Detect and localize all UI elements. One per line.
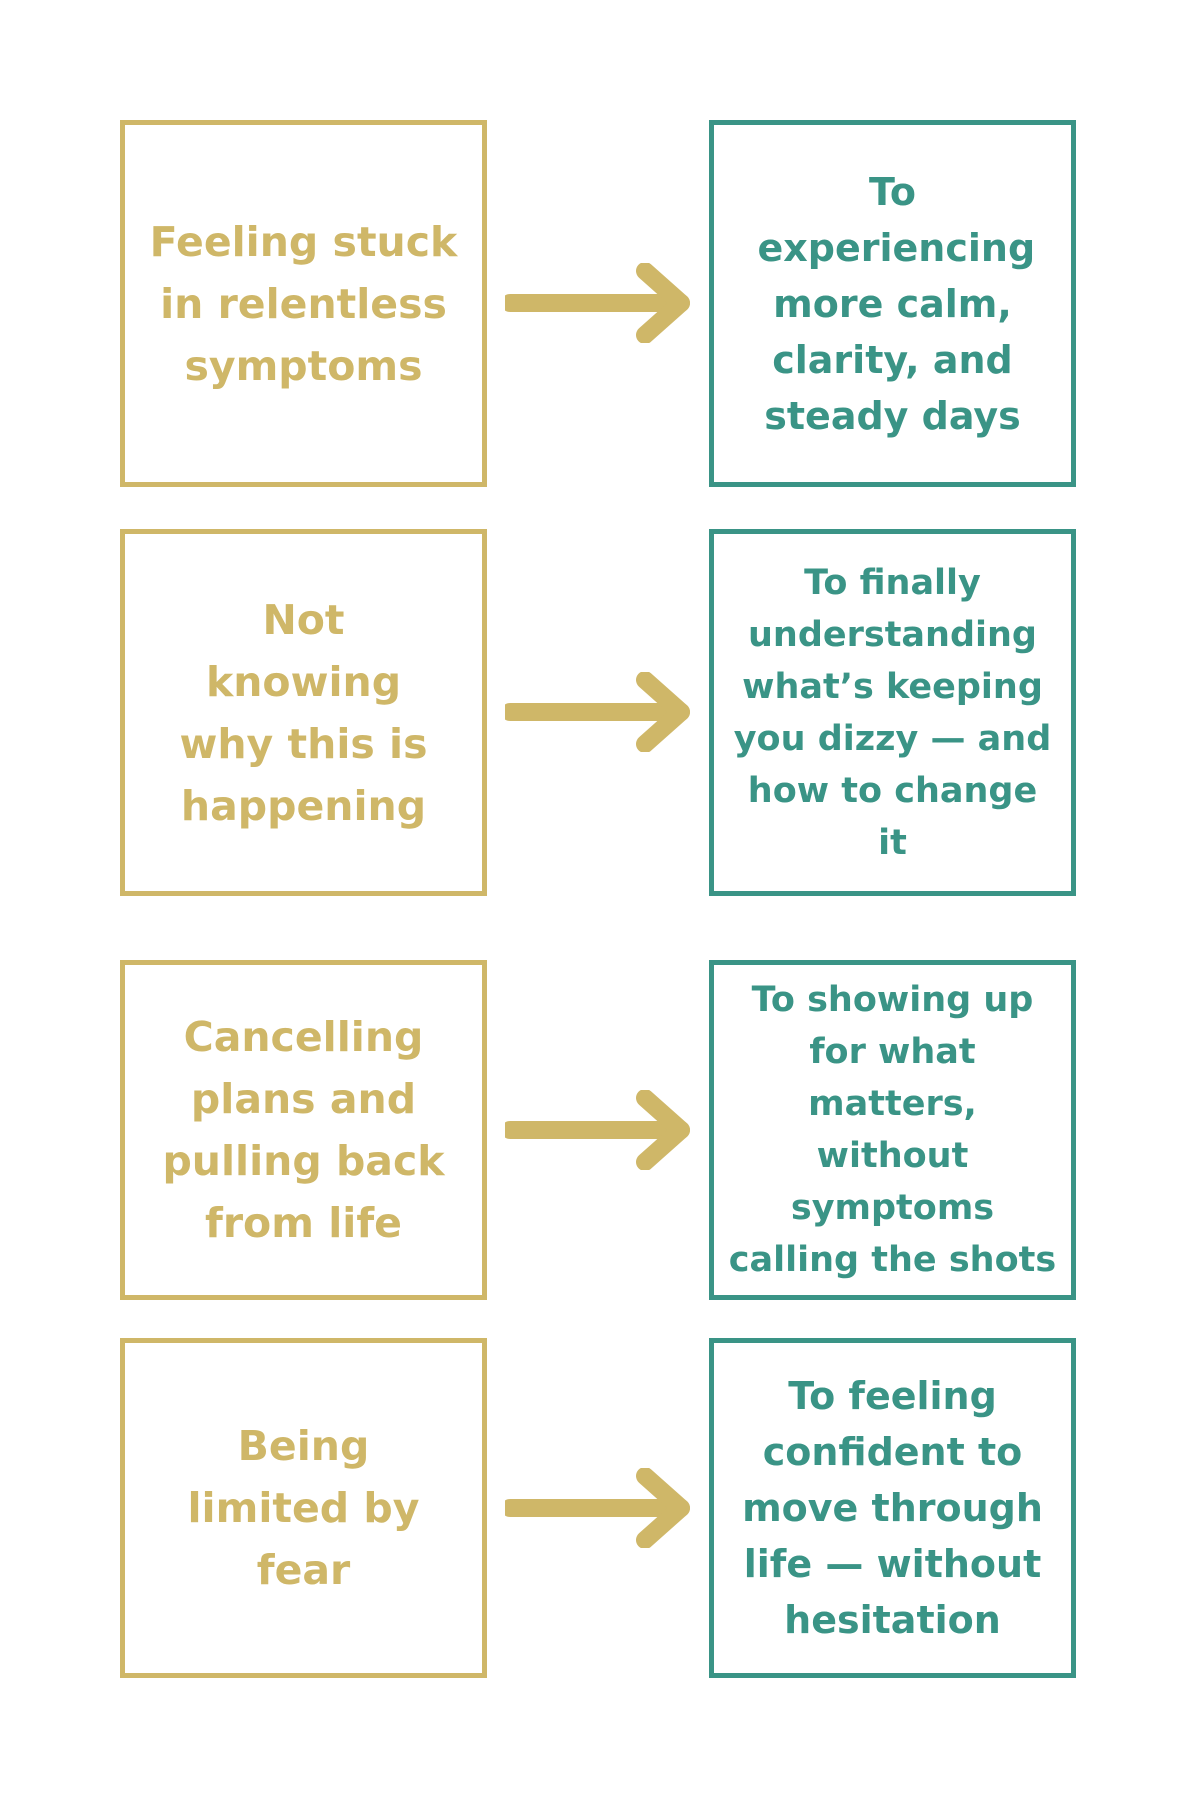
to-text-3: To showing up for what matters, without … [728,980,1057,1280]
to-box-4: To feeling confident to move through lif… [709,1338,1076,1678]
to-text-4: To feeling confident to move through lif… [742,1374,1043,1642]
from-text-1: Feeling stuck in relentless symptoms [149,217,458,390]
from-box-1: Feeling stuck in relentless symptoms [120,120,487,487]
from-text-4: Being limited by fear [187,1422,420,1594]
from-text-2: Not knowing why this is happening [179,595,428,830]
to-text-1: To experiencing more calm, clarity, and … [757,169,1036,438]
to-text-2: To finally understanding what’s keeping … [733,562,1052,863]
from-box-4: Being limited by fear [120,1338,487,1678]
to-box-1: To experiencing more calm, clarity, and … [709,120,1076,487]
arrow-right-icon [505,1090,690,1170]
from-box-2: Not knowing why this is happening [120,529,487,896]
to-box-2: To finally understanding what’s keeping … [709,529,1076,896]
to-box-3: To showing up for what matters, without … [709,960,1076,1300]
arrow-right-icon [505,672,690,752]
from-box-3: Cancelling plans and pulling back from l… [120,960,487,1300]
from-text-3: Cancelling plans and pulling back from l… [162,1013,445,1247]
arrow-right-icon [505,1468,690,1548]
arrow-right-icon [505,263,690,343]
